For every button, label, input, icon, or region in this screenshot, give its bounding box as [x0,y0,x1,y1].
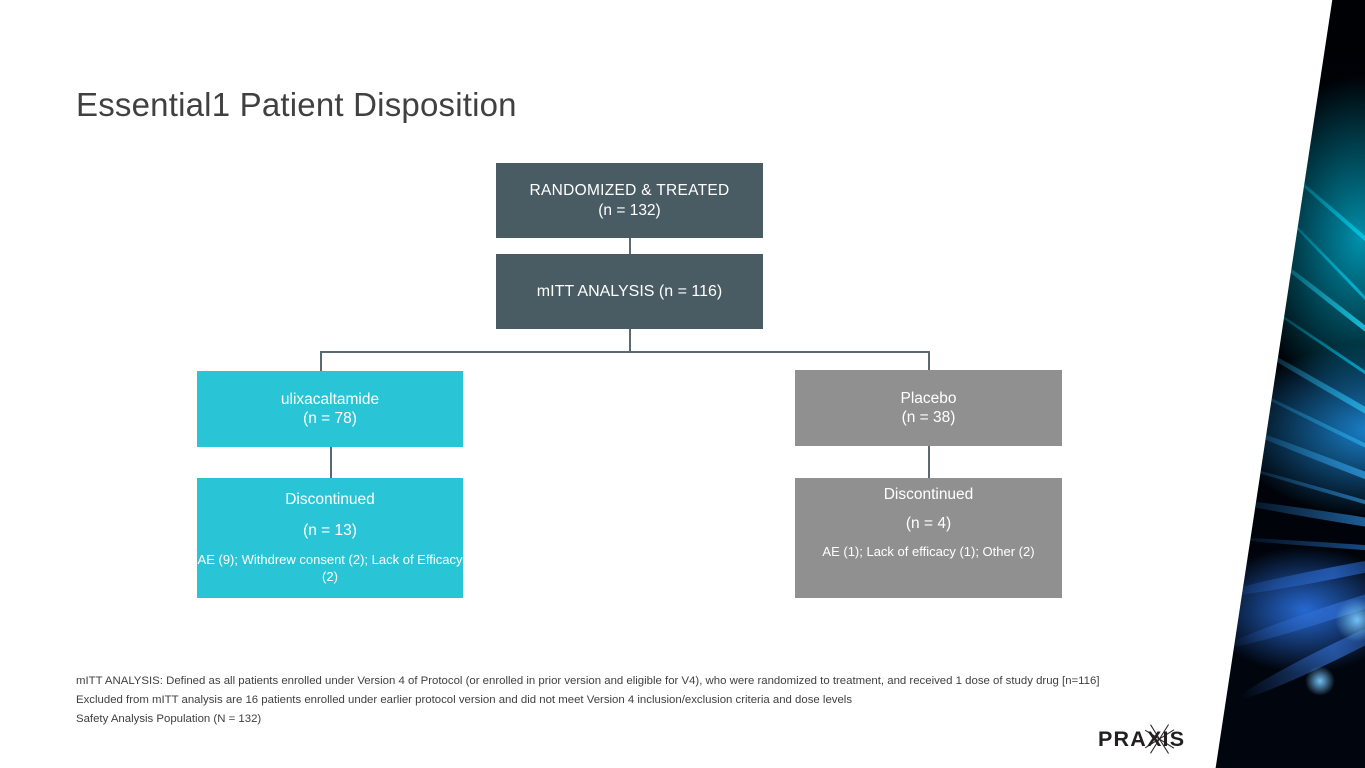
connector-branch-bar [320,351,929,353]
node-randomized-count: (n = 132) [598,201,661,219]
footnote-safety-population: Safety Analysis Population (N = 132) [76,713,262,726]
page-title: Essential1 Patient Disposition [76,86,517,124]
node-ulixacaltamide-discontinued: Discontinued (n = 13) AE (9); Withdrew c… [197,478,463,598]
node-ulixacaltamide-discontinued-reasons: AE (9); Withdrew consent (2); Lack of Ef… [197,551,463,584]
node-placebo-discontinued-reasons: AE (1); Lack of efficacy (1); Other (2) [822,543,1035,559]
decorative-fiber-optic-band [1185,0,1365,768]
footnote-exclusions: Excluded from mITT analysis are 16 patie… [76,694,853,707]
footnote-mitt-definition: mITT ANALYSIS: Defined as all patients e… [76,675,1100,687]
node-ulixacaltamide-title: ulixacaltamide [280,390,380,408]
node-placebo-discontinued-title: Discontinued [883,486,974,503]
connector-randomized-to-mitt [629,238,631,255]
node-randomized-title: RANDOMIZED & TREATED [529,182,730,200]
node-placebo-discontinued-count: (n = 4) [905,515,952,533]
node-mitt-title: mITT ANALYSIS (n = 116) [536,282,723,300]
connector-ulixacaltamide-to-discontinued [330,447,332,479]
node-mitt-analysis: mITT ANALYSIS (n = 116) [496,254,763,329]
praxis-x-icon [1142,722,1176,756]
connector-branch-left [320,351,322,372]
node-placebo: Placebo (n = 38) [795,370,1062,446]
praxis-logo: PRAXIS [1098,724,1194,754]
connector-mitt-stem [629,329,631,352]
node-ulixacaltamide-discontinued-count: (n = 13) [303,522,357,540]
fiber-optic-image [1213,0,1365,768]
connector-branch-right [928,351,930,371]
node-placebo-count: (n = 38) [901,409,956,426]
node-ulixacaltamide: ulixacaltamide (n = 78) [197,371,463,447]
node-randomized-treated: RANDOMIZED & TREATED (n = 132) [496,163,763,238]
node-ulixacaltamide-discontinued-title: Discontinued [285,491,375,508]
node-placebo-title: Placebo [900,389,957,407]
node-placebo-discontinued: Discontinued (n = 4) AE (1); Lack of eff… [795,478,1062,598]
node-ulixacaltamide-count: (n = 78) [303,410,357,427]
connector-placebo-to-discontinued [928,446,930,479]
footnotes: mITT ANALYSIS: Defined as all patients e… [76,672,1106,729]
